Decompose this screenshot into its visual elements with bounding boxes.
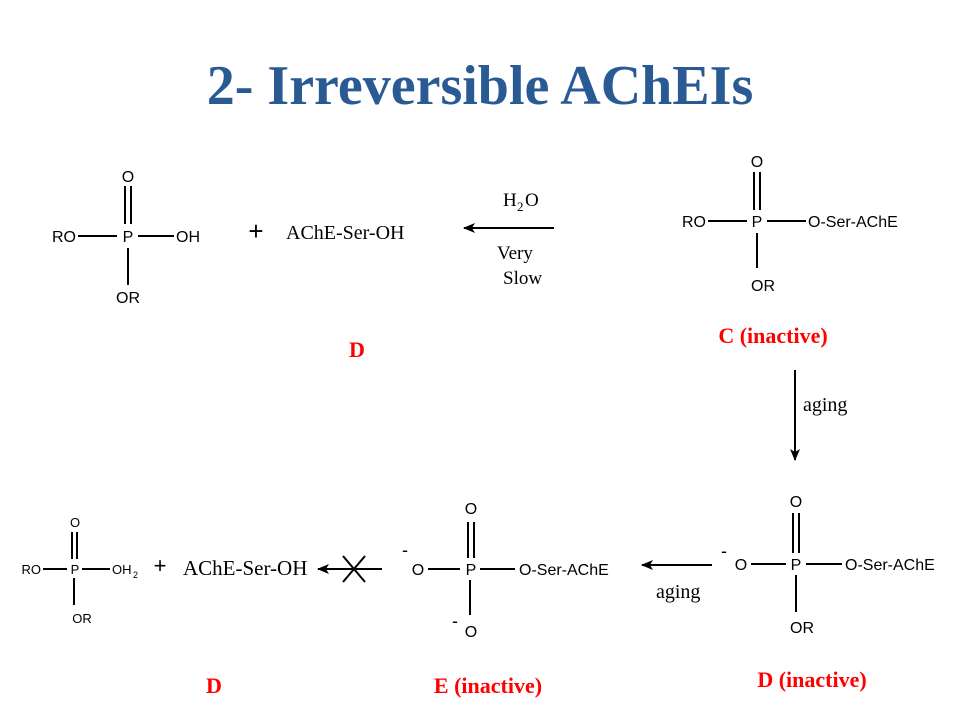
bottom-plus: + [154,553,167,578]
top-product-or: OR [116,290,140,307]
top-product-ro: RO [52,229,76,246]
top-inhibited-p: P [752,214,763,231]
top-product-oh: OH [176,229,200,246]
top-inhibited-structure [708,172,806,268]
top-product-structure [78,186,174,285]
label-top-d: D [349,337,365,362]
right-o-top: O [790,494,802,511]
arrow-condition-slow: Slow [503,268,542,289]
arrow-reagent: H 2 O [503,190,539,214]
reagent-sub: 2 [517,199,524,214]
top-enzyme: AChE-Ser-OH [286,222,404,244]
middle-o-bottom: O [465,624,477,641]
right-or: OR [790,620,814,637]
middle-o-top: O [465,501,477,518]
aging-label-horizontal: aging [656,581,700,603]
aging-label-vertical: aging [803,394,847,416]
bottom-product-o: O [70,515,80,530]
right-p: P [791,557,802,574]
bottom-product-ro: RO [22,562,42,577]
bottom-product-or: OR [72,611,92,626]
blocked-cross-icon [342,555,366,583]
middle-minus-top: - [402,540,408,560]
right-o-left: O [735,557,747,574]
top-inhibited-o: O [751,154,763,171]
bottom-product-oh-sub: 2 [133,570,138,580]
reagent-o: O [525,190,539,211]
page-title: 2- Irreversible AChEIs [206,55,754,117]
label-bottom-d: D [206,673,222,698]
top-plus: + [248,216,263,246]
right-oser: O-Ser-AChE [845,557,935,574]
top-inhibited-oser: O-Ser-AChE [808,214,898,231]
middle-o-left: O [412,562,424,579]
bottom-enzyme: AChE-Ser-OH [183,556,307,580]
bottom-product-structure [43,532,110,605]
top-inhibited-or: OR [751,278,775,295]
reagent-h: H [503,190,517,211]
bottom-product-p: P [71,562,80,577]
middle-minus-bottom: - [452,611,458,631]
middle-p: P [466,562,477,579]
top-inhibited-ro: RO [682,214,706,231]
middle-oser: O-Ser-AChE [519,562,609,579]
label-e-inactive: E (inactive) [434,673,542,698]
bottom-middle-structure [428,522,515,615]
arrow-condition-very: Very [497,243,533,264]
label-d-inactive: D (inactive) [757,667,866,692]
top-product-o: O [122,169,134,186]
label-c-inactive: C (inactive) [718,323,827,348]
top-product-p: P [123,229,134,246]
right-minus: - [721,541,727,561]
bottom-product-oh: OH [112,562,132,577]
bottom-right-structure [751,513,842,612]
